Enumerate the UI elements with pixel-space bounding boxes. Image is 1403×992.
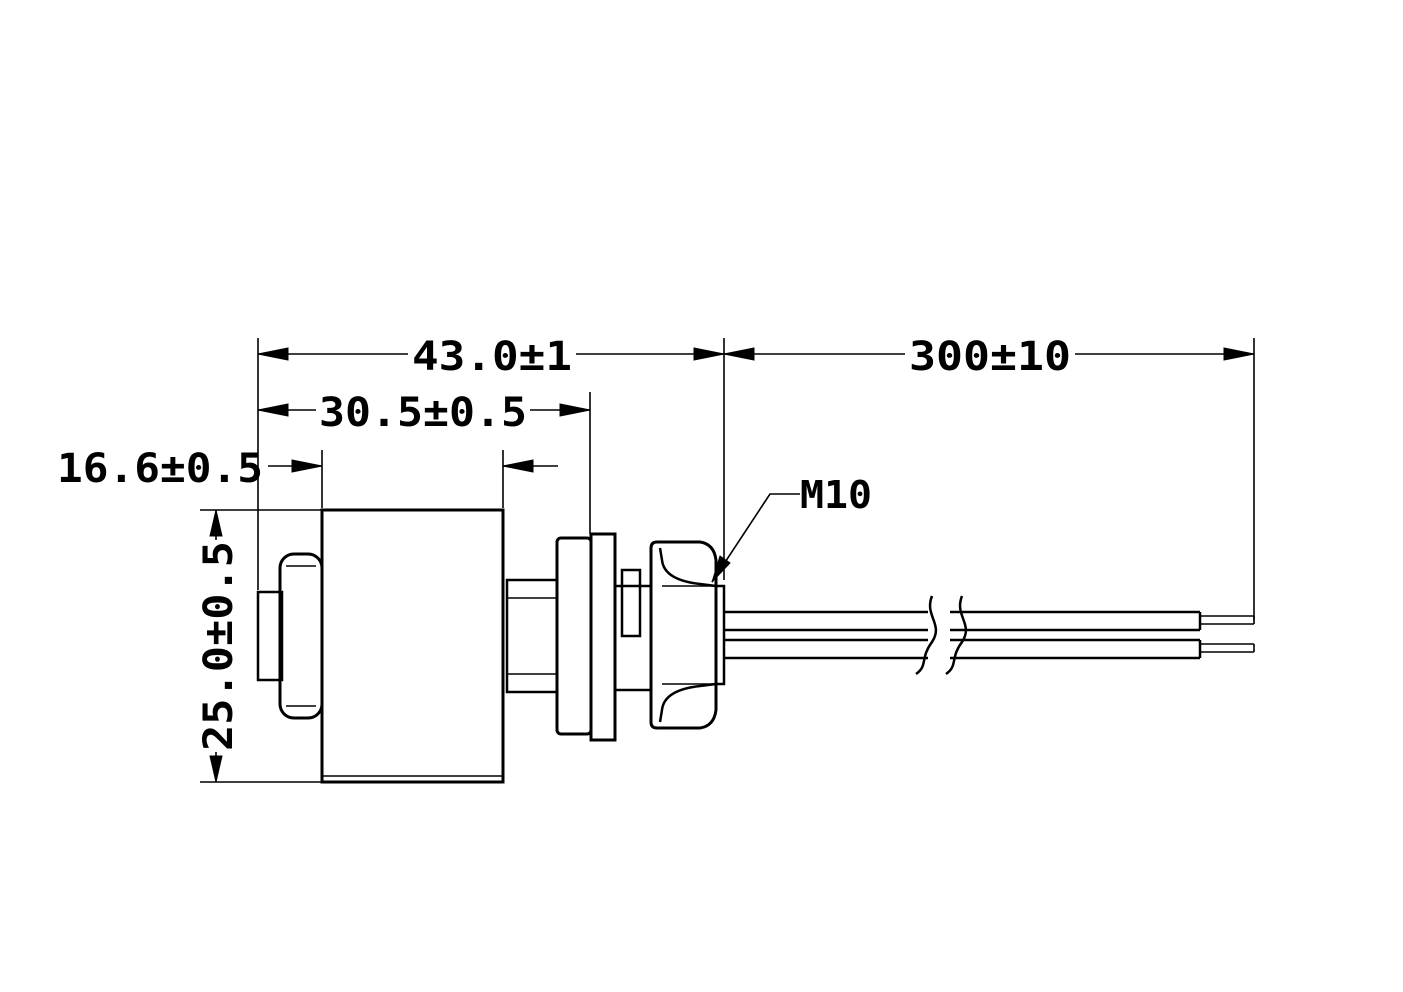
arrowhead bbox=[723, 347, 755, 361]
dimension-label-cable: 300±10 bbox=[909, 334, 1071, 380]
arrowhead bbox=[257, 403, 289, 417]
dimension-label-body: 30.5±0.5 bbox=[319, 390, 527, 436]
arrowhead bbox=[291, 459, 323, 473]
dimension-overall-length: 43.0±1 bbox=[257, 334, 725, 590]
dimension-label-overall: 43.0±1 bbox=[412, 334, 572, 380]
hex-nut-chamfer bbox=[658, 547, 717, 588]
break-line-left bbox=[915, 595, 938, 676]
dimension-float-diameter: 25.0±0.5 bbox=[196, 509, 322, 783]
hex-nut bbox=[649, 540, 718, 730]
stem bbox=[505, 578, 559, 694]
float-body-outline bbox=[320, 508, 505, 784]
cable-wires bbox=[724, 610, 1255, 660]
hex-nut-chamfer bbox=[658, 682, 717, 723]
arrowhead bbox=[1223, 347, 1255, 361]
gland-face bbox=[714, 584, 726, 686]
leader-line bbox=[711, 493, 800, 583]
arrowhead bbox=[693, 347, 725, 361]
arrowhead bbox=[257, 347, 289, 361]
stem-outline bbox=[505, 578, 559, 694]
stud-outline bbox=[613, 584, 653, 692]
arrowhead bbox=[209, 755, 223, 783]
end-cap bbox=[256, 552, 324, 720]
arrowhead bbox=[209, 509, 223, 537]
thread-label: M10 bbox=[800, 473, 872, 517]
leader-arrowhead bbox=[711, 555, 731, 583]
cable-break-symbol bbox=[915, 595, 968, 676]
flange bbox=[555, 532, 617, 742]
dimension-float-length: 16.6±0.5 bbox=[57, 446, 558, 508]
float-body bbox=[320, 508, 505, 784]
arrowhead bbox=[502, 459, 534, 473]
thread-callout: M10 bbox=[711, 473, 872, 583]
threaded-stud bbox=[613, 568, 653, 692]
flange-inner-ring bbox=[555, 536, 593, 736]
end-cap-stub bbox=[256, 590, 284, 682]
dimension-label-diameter: 25.0±0.5 bbox=[196, 541, 242, 751]
flange-outer-ring bbox=[589, 532, 617, 742]
stud-lock-washer bbox=[620, 568, 642, 638]
dimension-body-length: 30.5±0.5 bbox=[257, 390, 591, 534]
break-line-right bbox=[945, 595, 968, 676]
end-cap-rounded-ring bbox=[278, 552, 324, 720]
arrowhead bbox=[559, 403, 591, 417]
hex-nut-outline bbox=[649, 540, 718, 730]
cable-gland bbox=[714, 584, 726, 686]
dimension-label-float: 16.6±0.5 bbox=[57, 446, 263, 492]
dimension-cable-length: 300±10 bbox=[723, 334, 1255, 620]
